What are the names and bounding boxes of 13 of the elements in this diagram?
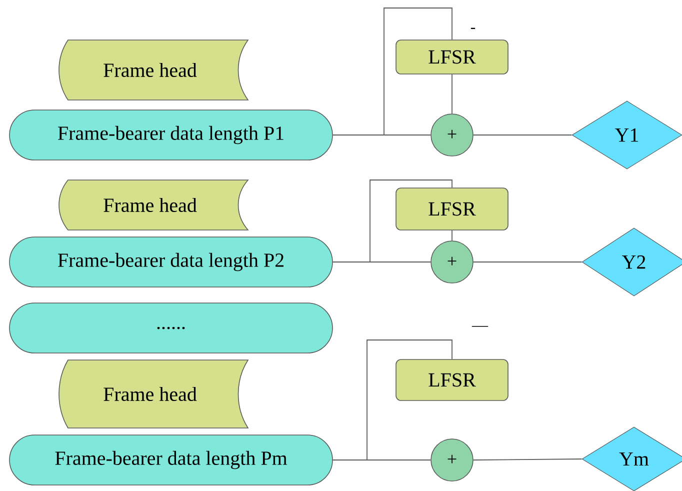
connector-line [332,8,452,136]
data-terminal: Frame-bearer data length P1 [9,110,333,160]
data-terminal: ...... [9,302,333,354]
data-terminal: Frame-bearer data length P2 [9,236,333,288]
lfsr-box: LFSR [396,40,508,74]
data-terminal: Frame-bearer data length Pm [9,434,333,486]
connector-line [332,180,452,262]
connector-line [472,134,572,136]
lfsr-box: LFSR [396,188,508,230]
connector-line [332,340,452,460]
dash-mark: — [472,326,488,327]
connector-line [472,458,582,460]
lfsr-box: LFSR [396,359,508,401]
